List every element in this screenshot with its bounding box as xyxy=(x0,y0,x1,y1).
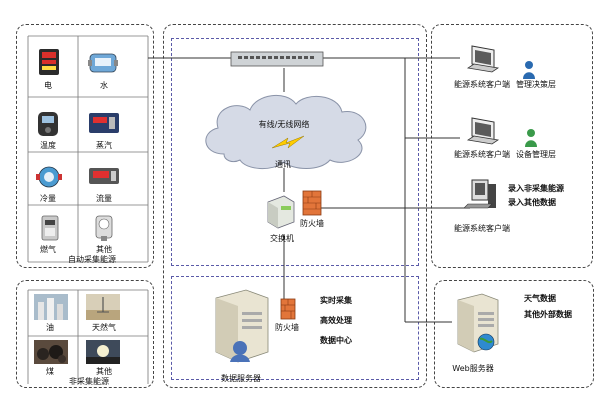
comm-label: 通讯 xyxy=(275,160,291,169)
network-panel xyxy=(163,24,427,388)
thermometer-icon xyxy=(38,112,58,136)
web-note-weather: 天气数据 xyxy=(524,294,556,303)
firewall-icon xyxy=(302,190,322,216)
firewall-label: 防火墙 xyxy=(300,219,324,228)
oil-photo-icon xyxy=(34,294,68,320)
user-icon-manager xyxy=(523,61,535,79)
item-cooling-label: 冷量 xyxy=(40,194,56,203)
item-steam-label: 蒸汽 xyxy=(96,141,112,150)
desktop-pc-icon xyxy=(463,179,496,209)
item-other-non-label: 其他 xyxy=(96,367,112,376)
network-cloud-icon xyxy=(205,94,367,169)
water-meter-icon xyxy=(88,53,118,73)
network-switch-icon xyxy=(230,51,324,67)
client-label-1: 能源系统客户端 xyxy=(454,80,510,89)
item-electricity-label: 电 xyxy=(44,81,52,90)
role-label-equipment: 设备管理层 xyxy=(516,150,556,159)
flow-meter-icon xyxy=(89,168,119,184)
steam-meter-icon xyxy=(89,113,119,133)
client-label-2: 能源系统客户端 xyxy=(454,150,510,159)
auto-collect-title: 自动采集能源 xyxy=(68,255,116,264)
server-firewall-label: 防火墙 xyxy=(275,323,299,332)
network-inner-box xyxy=(171,38,419,266)
data-server-icon xyxy=(215,289,269,363)
client-label-3: 能源系统客户端 xyxy=(454,224,510,233)
client-note-other: 录入其他数据 xyxy=(508,198,556,207)
item-gas-label: 燃气 xyxy=(40,245,56,254)
laptop-icon-2 xyxy=(466,117,500,145)
web-note-external: 其他外部数据 xyxy=(524,310,572,319)
item-other-auto-label: 其他 xyxy=(96,245,112,254)
electric-meter-icon xyxy=(39,49,59,75)
server-firewall-icon xyxy=(280,298,296,320)
other-resource-photo-icon xyxy=(86,340,120,364)
role-label-decision: 管理决策层 xyxy=(516,80,556,89)
other-meter-icon xyxy=(95,215,113,241)
feature-processing: 高效处理 xyxy=(320,316,352,325)
natural-gas-photo-icon xyxy=(86,294,120,320)
web-server-panel xyxy=(434,280,594,388)
non-collect-panel xyxy=(16,280,154,388)
cloud-network-label: 有线/无线网络 xyxy=(258,120,310,129)
item-natural-gas-label: 天然气 xyxy=(92,323,116,332)
lightning-icon xyxy=(271,135,305,149)
non-collect-title: 非采集能源 xyxy=(69,377,109,386)
client-note-noncollect: 录入非采集能源 xyxy=(508,184,564,193)
gas-meter-icon xyxy=(41,215,59,241)
clients-panel xyxy=(431,24,593,268)
item-flow-label: 流量 xyxy=(96,194,112,203)
feature-realtime: 实时采集 xyxy=(320,296,352,305)
coal-photo-icon xyxy=(34,340,68,364)
feature-datacenter: 数据中心 xyxy=(320,336,352,345)
web-server-label: Web服务器 xyxy=(452,364,494,373)
server-inner-box xyxy=(171,276,419,380)
auto-collect-panel xyxy=(16,24,154,268)
data-server-label: 数据服务器 xyxy=(221,374,261,383)
item-oil-label: 油 xyxy=(46,323,54,332)
cooling-meter-icon xyxy=(36,166,62,188)
switch-device-icon xyxy=(267,195,295,229)
web-server-icon xyxy=(457,293,499,353)
item-coal-label: 煤 xyxy=(46,367,54,376)
item-water-label: 水 xyxy=(100,81,108,90)
user-icon-equipment xyxy=(525,129,537,147)
item-temperature-label: 温度 xyxy=(40,141,56,150)
switch-label: 交换机 xyxy=(270,234,294,243)
laptop-icon-1 xyxy=(466,45,500,73)
